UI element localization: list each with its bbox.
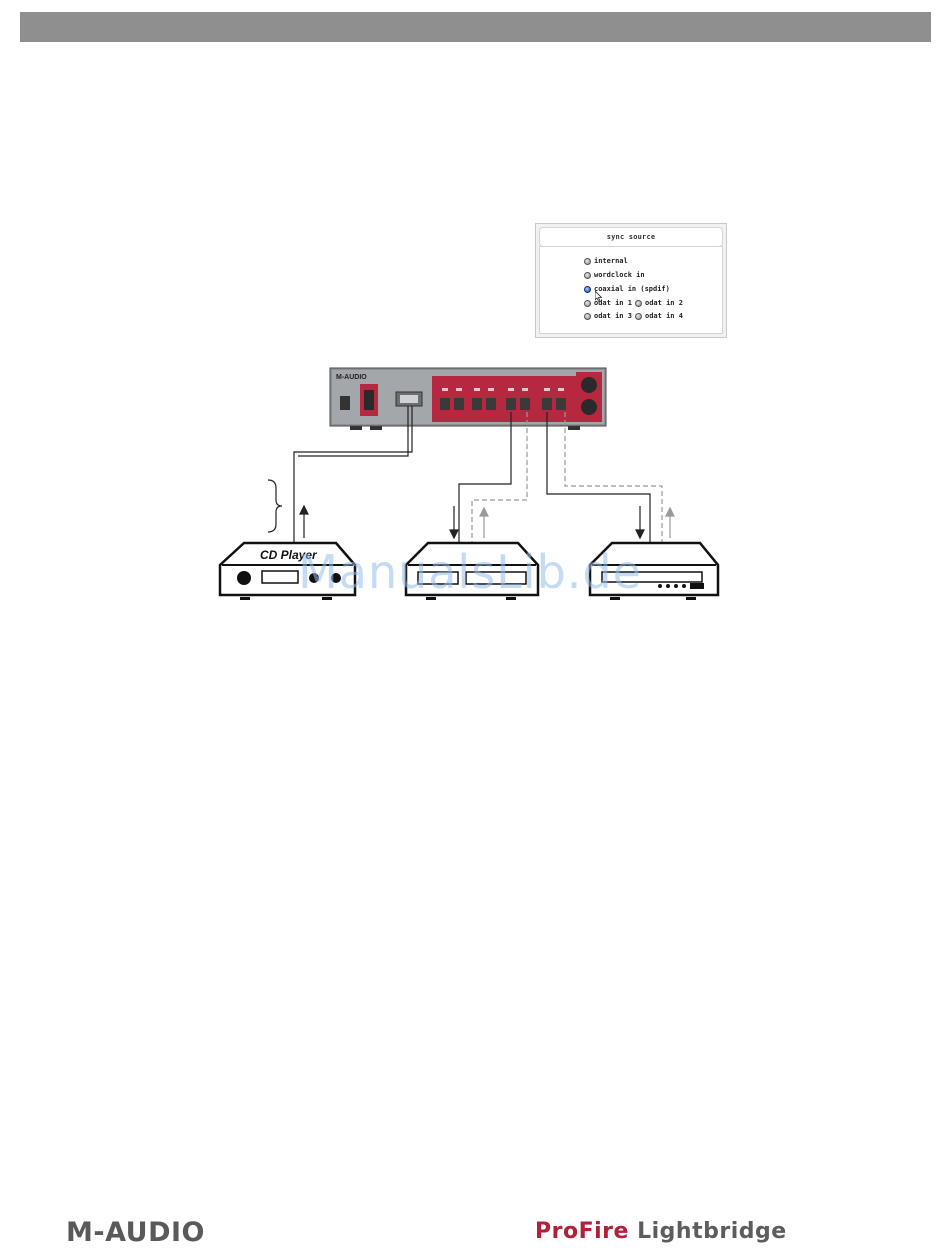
radio-button-icon[interactable] [584, 272, 591, 279]
sync-source-title-bar: sync source [539, 227, 723, 247]
radio-button-icon[interactable] [584, 313, 591, 320]
radio-button-icon[interactable] [635, 300, 642, 307]
interface-brand-label: M-AUDIO [336, 374, 367, 381]
watermark: ManualsLib.de [270, 545, 670, 599]
radio-button-icon[interactable] [584, 300, 591, 307]
radio-odat-in-4[interactable]: odat in 4 [635, 312, 683, 320]
optical-cable-out-1 [459, 412, 511, 542]
m-audio-logo: M-AUDIO [66, 1217, 205, 1248]
radio-label-odat-in-2: odat in 2 [645, 299, 683, 307]
sync-source-title: sync source [607, 233, 656, 241]
logo-lightbridge: Lightbridge [637, 1219, 787, 1244]
mouse-cursor-icon [595, 291, 603, 302]
radio-wordclock-in[interactable]: wordclock in [584, 271, 645, 279]
optical-cable-in-2 [565, 412, 662, 542]
optical-io-block [432, 376, 576, 422]
radio-button-icon[interactable] [635, 313, 642, 320]
radio-odat-in-2[interactable]: odat in 2 [635, 299, 683, 307]
radio-button-selected-icon[interactable] [584, 286, 591, 293]
optical-cable-in-1 [472, 412, 527, 542]
profire-lightbridge-logo: ProFire Lightbridge [535, 1219, 787, 1244]
radio-odat-in-1[interactable]: odat in 1 [584, 299, 632, 307]
radio-odat-in-3[interactable]: odat in 3 [584, 312, 632, 320]
logo-profire: ProFire [535, 1219, 629, 1244]
optical-cable-out-2 [547, 412, 650, 542]
brace-icon [268, 480, 282, 532]
sync-source-panel: sync source [535, 223, 727, 338]
radio-label-internal: internal [594, 257, 628, 265]
radio-button-icon[interactable] [584, 258, 591, 265]
header-bar [20, 12, 931, 42]
radio-internal[interactable]: internal [584, 257, 628, 265]
radio-label-wordclock-in: wordclock in [594, 271, 645, 279]
radio-label-odat-in-4: odat in 4 [645, 312, 683, 320]
radio-label-odat-in-3: odat in 3 [594, 312, 632, 320]
power-jack-icon [340, 396, 350, 410]
radio-label-coaxial-in: coaxial in (spdif) [594, 285, 670, 293]
